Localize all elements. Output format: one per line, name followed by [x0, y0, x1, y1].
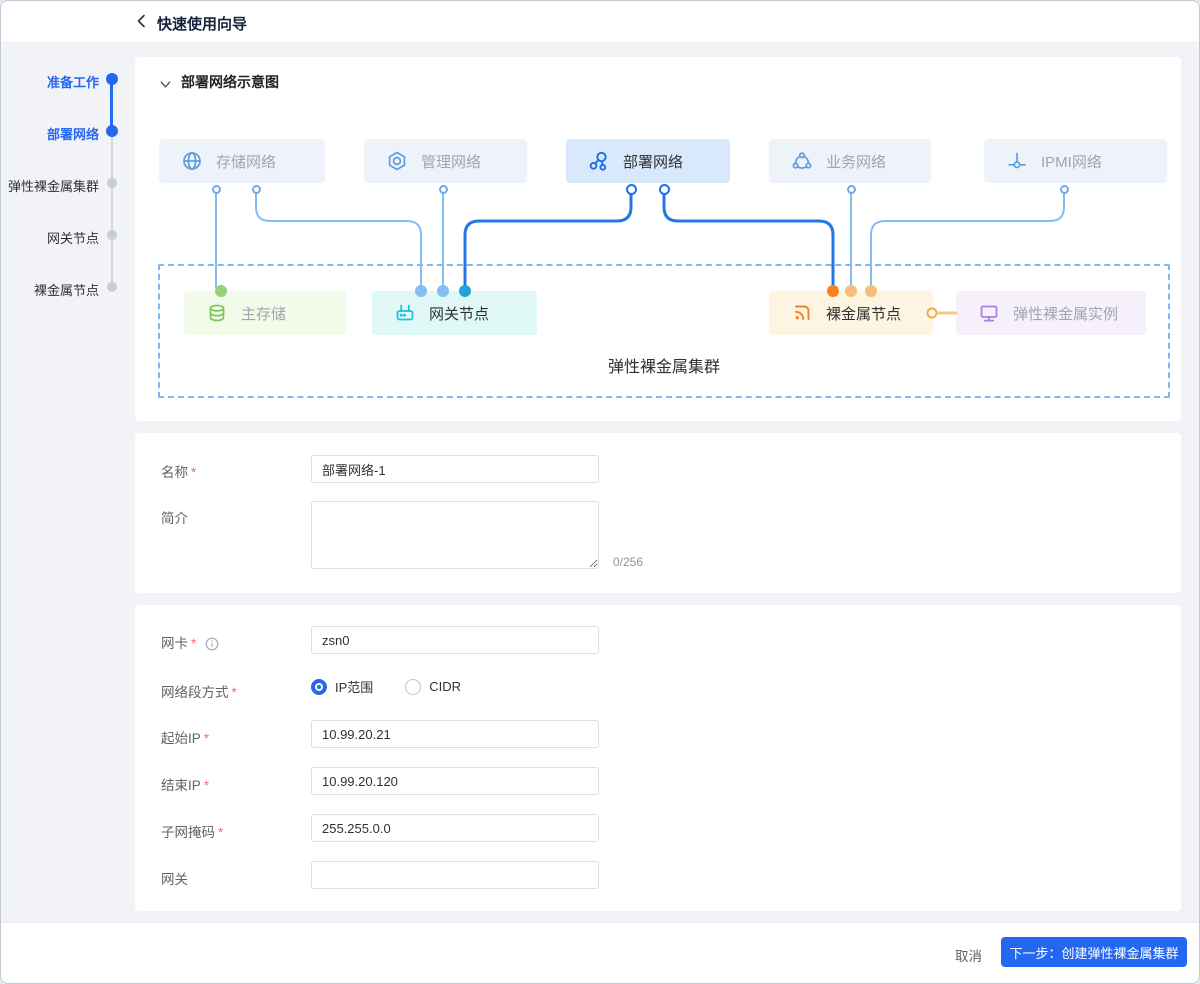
port-dot	[439, 185, 448, 194]
port-dot	[252, 185, 261, 194]
gateway-label: 网关	[161, 872, 188, 887]
radio-cidr[interactable]	[405, 678, 422, 695]
start-ip-label: 起始IP*	[161, 731, 210, 746]
nic-input[interactable]	[311, 626, 599, 654]
required-asterisk: *	[231, 685, 237, 700]
nic-label: 网卡*	[161, 632, 219, 654]
port-dot	[1060, 185, 1069, 194]
joint-dot	[437, 285, 449, 297]
char-counter: 0/256	[613, 555, 644, 569]
network-box-label: 业务网络	[826, 153, 887, 171]
connector-icon	[1006, 150, 1028, 172]
basic-info-form-card: 名称* 简介 0/256	[135, 433, 1181, 593]
info-icon[interactable]	[205, 637, 219, 654]
joint-dot	[865, 285, 877, 297]
network-box-label: 部署网络	[623, 153, 684, 171]
sidebar-step-cluster[interactable]: 弹性裸金属集群	[7, 179, 99, 194]
cluster-label: 弹性裸金属集群	[607, 359, 720, 376]
node-box-main-storage: 主存储	[184, 291, 346, 335]
name-input[interactable]	[311, 455, 599, 483]
step-dot	[106, 73, 118, 85]
description-textarea[interactable]	[311, 501, 599, 569]
network-box-label: IPMI网络	[1041, 153, 1102, 171]
network-box-ipmi[interactable]: IPMI网络	[984, 139, 1167, 183]
end-ip-label: 结束IP*	[161, 778, 210, 793]
sidebar-step-gateway-node[interactable]: 网关节点	[46, 231, 99, 246]
required-asterisk: *	[203, 778, 210, 793]
node-box-label: 弹性裸金属实例	[1013, 305, 1119, 323]
gear-icon	[386, 150, 408, 172]
network-config-form-card: 网卡* 网络段方式* IP范围 CIDR 起始IP* 结束IP* 子网掩码*	[135, 605, 1181, 911]
end-ip-input[interactable]	[311, 767, 599, 795]
broadcast-icon	[791, 302, 813, 324]
step-dot	[106, 125, 118, 137]
router-icon	[394, 302, 416, 324]
node-box-gateway: 网关节点	[372, 291, 537, 335]
monitor-icon	[978, 302, 1000, 324]
port-dot	[659, 184, 670, 195]
step-dot	[107, 178, 117, 188]
segment-mode-radio-group: IP范围 CIDR	[311, 677, 485, 696]
page-title: 快速使用向导	[157, 16, 248, 33]
segment-mode-label: 网络段方式*	[161, 685, 237, 700]
top-bar: 快速使用向导	[1, 1, 1199, 43]
description-label: 简介	[161, 511, 188, 526]
diagram-section-title[interactable]: 部署网络示意图	[181, 74, 279, 90]
joint-dot	[415, 285, 427, 297]
required-asterisk: *	[203, 731, 210, 746]
name-label: 名称*	[161, 465, 197, 480]
step-dot	[107, 230, 117, 240]
sidebar-step-baremetal-node[interactable]: 裸金属节点	[33, 283, 99, 298]
network-box-management[interactable]: 管理网络	[364, 139, 527, 183]
deploy-network-diagram-card: 部署网络示意图 存储网络 管理网络 部署网络	[135, 57, 1181, 421]
network-box-label: 存储网络	[216, 153, 277, 171]
next-step-button[interactable]: 下一步：创建弹性裸金属集群	[1001, 937, 1187, 967]
required-asterisk: *	[191, 465, 197, 480]
network-box-deploy[interactable]: 部署网络	[566, 139, 730, 183]
node-box-baremetal: 裸金属节点	[769, 291, 933, 335]
footer-bar: 取消 下一步：创建弹性裸金属集群	[1, 922, 1199, 983]
share-network-icon	[588, 150, 610, 172]
network-box-label: 管理网络	[421, 153, 482, 171]
joint-dot	[827, 285, 839, 297]
subnet-mask-input[interactable]	[311, 814, 599, 842]
node-box-label: 裸金属节点	[826, 305, 902, 323]
joint-dot	[459, 285, 471, 297]
port-dot	[212, 185, 221, 194]
gateway-input[interactable]	[311, 861, 599, 889]
collapse-chevron-icon[interactable]	[159, 78, 172, 96]
step-dot	[107, 282, 117, 292]
required-asterisk: *	[218, 825, 224, 840]
start-ip-input[interactable]	[311, 720, 599, 748]
radio-ip-range[interactable]	[311, 678, 327, 695]
radio-ip-range-label[interactable]: IP范围	[335, 680, 374, 695]
joint-dot	[845, 285, 857, 297]
port-dot	[626, 184, 637, 195]
port-dot	[847, 185, 856, 194]
network-box-storage[interactable]: 存储网络	[159, 139, 325, 183]
sidebar-step-prepare[interactable]: 准备工作	[46, 75, 99, 90]
node-box-instance: 弹性裸金属实例	[956, 291, 1146, 335]
joint-dot	[215, 285, 227, 297]
sidebar-step-deploy-network[interactable]: 部署网络	[46, 127, 99, 142]
subnet-mask-label: 子网掩码*	[161, 825, 224, 840]
radio-cidr-label[interactable]: CIDR	[429, 679, 462, 694]
node-box-label: 主存储	[241, 305, 287, 323]
globe-icon	[181, 150, 203, 172]
database-icon	[206, 302, 228, 324]
required-asterisk: *	[191, 636, 197, 651]
back-icon[interactable]	[133, 12, 151, 30]
stepper-line-active	[110, 79, 113, 131]
cloud-network-icon	[791, 150, 813, 172]
stepper-line	[111, 131, 113, 287]
network-box-business[interactable]: 业务网络	[769, 139, 931, 183]
cancel-button[interactable]: 取消	[955, 949, 982, 964]
node-box-label: 网关节点	[429, 305, 490, 323]
